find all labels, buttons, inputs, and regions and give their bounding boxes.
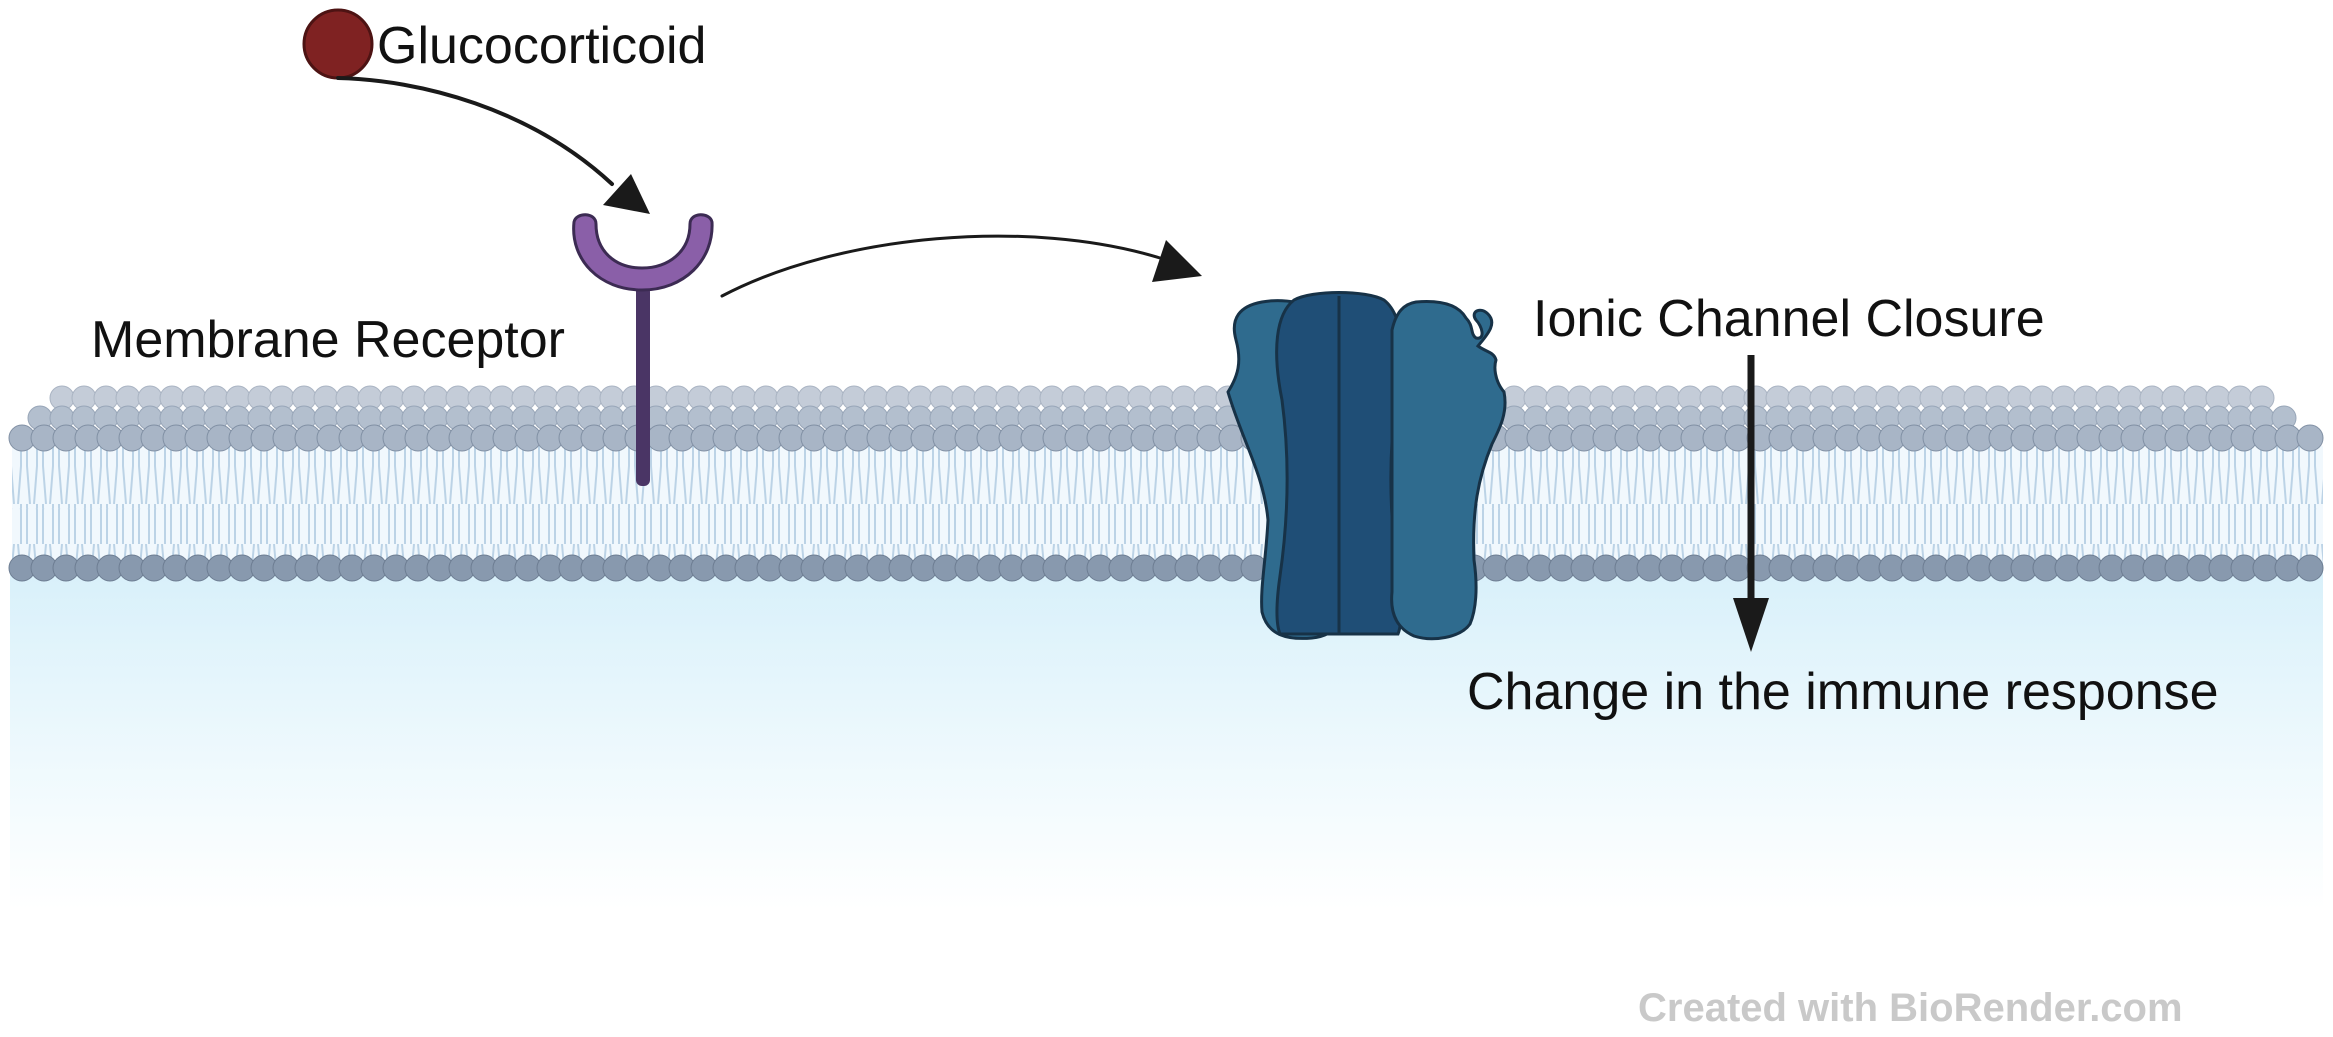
biorender-credit: Created with BioRender.com (1638, 986, 2183, 1030)
glucocorticoid-label: Glucocorticoid (377, 17, 707, 75)
ion-channel (1226, 291, 1507, 641)
arrow-ligand-to-receptor (336, 76, 614, 186)
membrane-tails-upper (12, 446, 2323, 508)
arrow-ligand-to-receptor-head (603, 174, 650, 214)
arrow-closure-to-response-head (1733, 598, 1769, 652)
lipid-head (2296, 424, 2324, 452)
lipid-heads-lower-row (8, 554, 2324, 582)
membrane-receptor-label: Membrane Receptor (91, 311, 565, 369)
lipid-head (2296, 554, 2324, 582)
cytoplasm-region (10, 570, 2323, 910)
ion-channel-right-subunit (1390, 300, 1507, 641)
arrow-receptor-to-channel-head (1152, 240, 1202, 282)
membrane-receptor (572, 213, 714, 486)
receptor-binding-cup (572, 213, 714, 292)
ionic-channel-closure-label: Ionic Channel Closure (1533, 290, 2045, 348)
lipid-heads-upper-row (8, 424, 2324, 452)
arrow-receptor-to-channel (720, 234, 1162, 298)
glucocorticoid-molecule (302, 8, 374, 80)
receptor-stem (636, 286, 650, 486)
immune-response-label: Change in the immune response (1467, 663, 2219, 721)
